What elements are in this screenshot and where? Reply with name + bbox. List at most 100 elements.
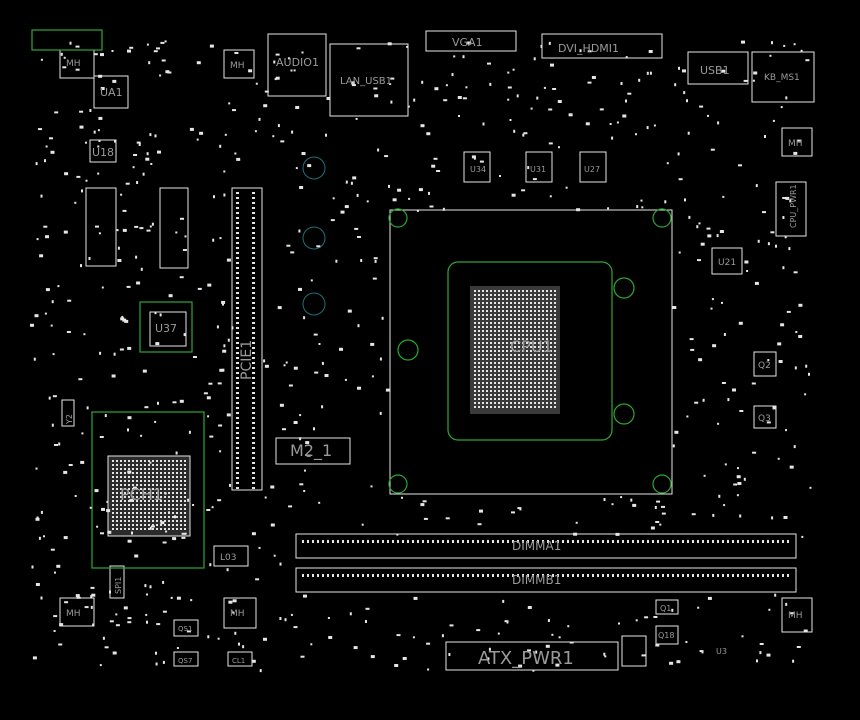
component-pad — [696, 225, 699, 229]
component-pad — [522, 390, 524, 392]
component-pad — [552, 88, 557, 90]
component-pad — [522, 318, 524, 320]
component-pad — [514, 386, 516, 388]
component-pad — [510, 314, 512, 316]
component-pad — [293, 69, 296, 72]
component-pad — [538, 354, 540, 356]
component-pad — [136, 500, 138, 502]
component-pad — [542, 362, 544, 364]
component-pad — [478, 378, 480, 380]
component-pad — [332, 197, 335, 200]
component-pad — [132, 508, 134, 510]
component-pad — [152, 464, 154, 466]
component-pad — [226, 258, 231, 262]
component-pad — [632, 540, 634, 543]
cpu-mount-hole — [388, 208, 408, 228]
component-pad — [236, 197, 239, 199]
component-pad — [641, 206, 644, 209]
component-pad — [140, 512, 142, 514]
component-pad — [149, 461, 152, 464]
component-pad — [506, 298, 508, 300]
component-pad — [490, 310, 492, 312]
cpu-socket-outline — [389, 209, 673, 495]
component-pad — [164, 500, 166, 502]
component-pad — [283, 364, 286, 367]
component-pad — [512, 540, 514, 543]
component-pad — [526, 398, 528, 400]
component-pad — [514, 298, 516, 300]
component-pad — [299, 437, 302, 441]
component-pad — [534, 314, 536, 316]
component-pad — [180, 468, 182, 470]
component-pad — [197, 287, 202, 290]
component-pad — [653, 616, 658, 618]
component-pad — [546, 358, 548, 360]
component-pad — [270, 523, 275, 527]
component-pad — [767, 242, 770, 246]
component-pad — [168, 472, 170, 474]
component-pad — [486, 290, 488, 292]
pch-label: PCH1 — [120, 485, 163, 504]
component-pad — [120, 480, 122, 482]
component-pad — [116, 508, 118, 510]
component-pad — [168, 524, 170, 526]
component-pad — [678, 66, 680, 70]
component-pad — [144, 524, 146, 526]
component-pad — [377, 540, 379, 543]
component-pad — [498, 394, 500, 396]
component-pad — [808, 372, 810, 376]
component-pad — [238, 642, 240, 646]
component-pad — [156, 524, 158, 526]
component-pad — [549, 195, 552, 198]
component-pad — [538, 342, 540, 344]
component-pad — [373, 87, 378, 90]
component-pad — [602, 540, 604, 543]
component-pad — [184, 484, 186, 486]
component-pad — [156, 488, 158, 490]
component-pad — [136, 496, 138, 498]
qs7-chip — [173, 651, 199, 667]
component-pad — [179, 399, 184, 403]
component-pad — [478, 306, 480, 308]
component-pad — [427, 540, 429, 543]
component-pad — [530, 374, 532, 376]
component-pad — [741, 635, 744, 638]
u21-label: U21 — [718, 258, 736, 268]
component-pad — [766, 653, 771, 657]
component-pad — [317, 540, 319, 543]
component-pad — [591, 76, 596, 79]
usb-label: USB1 — [700, 64, 730, 77]
component-pad — [510, 354, 512, 356]
component-pad — [507, 98, 510, 101]
component-pad — [226, 413, 231, 417]
component-pad — [502, 334, 504, 336]
component-pad — [743, 477, 746, 481]
component-pad — [552, 574, 554, 577]
component-pad — [206, 509, 211, 511]
component-pad — [490, 382, 492, 384]
component-pad — [518, 326, 520, 328]
component-pad — [236, 257, 239, 259]
component-pad — [124, 496, 126, 498]
component-pad — [627, 574, 629, 577]
component-pad — [534, 310, 536, 312]
component-pad — [152, 504, 154, 506]
component-pad — [182, 249, 187, 251]
u31-label: U31 — [530, 165, 546, 174]
ua1-chip — [93, 75, 129, 109]
component-pad — [522, 342, 524, 344]
component-pad — [144, 500, 146, 502]
lan-label: LAN_USB1 — [340, 76, 392, 87]
component-pad — [120, 520, 122, 522]
component-pad — [184, 528, 186, 530]
component-pad — [620, 82, 623, 85]
component-pad — [506, 310, 508, 312]
component-pad — [152, 476, 154, 478]
component-pad — [172, 508, 174, 510]
component-pad — [180, 217, 184, 220]
component-pad — [486, 294, 488, 296]
component-pad — [490, 330, 492, 332]
component-pad — [473, 156, 476, 160]
component-pad — [498, 358, 500, 360]
component-pad — [367, 574, 369, 577]
